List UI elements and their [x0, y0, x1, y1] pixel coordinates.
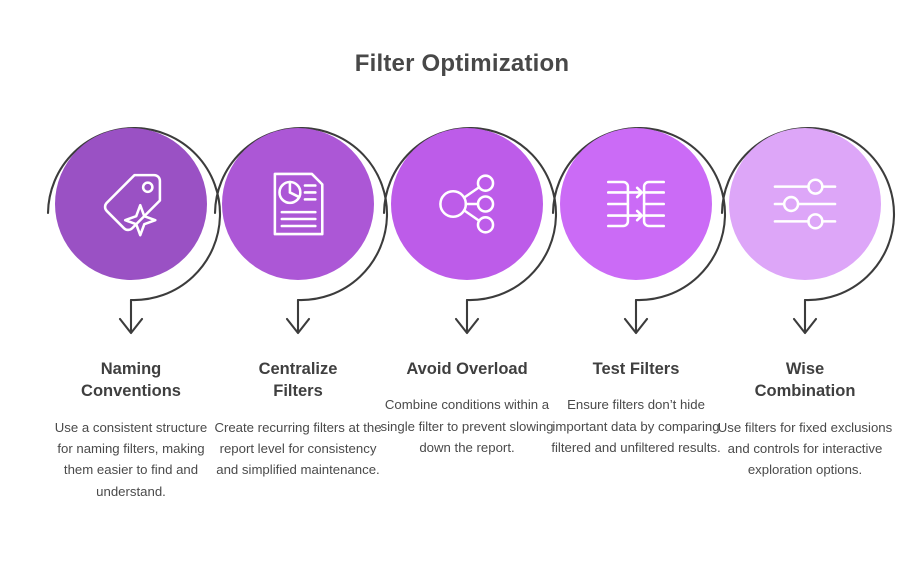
tag-sparkle-icon [103, 173, 162, 237]
step-heading-line2: Conventions [81, 382, 181, 401]
step-heading-line2: Combination [754, 382, 856, 401]
step-circle-naming-conventions [55, 128, 207, 280]
step-heading-line2: Filters [273, 382, 323, 401]
step-column-test-filters: Test Filters Ensure filters don’t hide i… [548, 358, 724, 458]
step-circle-avoid-overload [391, 128, 543, 280]
page-title: Filter Optimization [354, 50, 570, 77]
step-heading-test-filters: Test Filters [592, 360, 680, 378]
step-circle-test-filters [560, 128, 712, 280]
step-circle-wise-combination [729, 128, 881, 280]
step-heading-line1: Centralize [258, 360, 338, 378]
step-body-test-filters: Ensure filters don’t hide important data… [551, 397, 721, 456]
step-graphics-band [0, 110, 924, 350]
step-heading-line1: Naming [100, 360, 162, 378]
data-transform-icon [606, 180, 666, 228]
step-body-avoid-overload: Combine conditions within a single filte… [380, 397, 554, 456]
step-column-avoid-overload: Avoid Overload Combine conditions within… [379, 358, 555, 458]
step-heading-line1: Wise [785, 360, 825, 378]
step-body-centralize-filters: Create recurring filters at the report l… [214, 419, 382, 478]
step-circle-centralize-filters [222, 128, 374, 280]
share-network-icon [439, 174, 495, 234]
sliders-icon [773, 178, 837, 230]
step-body-naming-conventions: Use a consistent structure for naming fi… [54, 419, 208, 499]
step-heading-avoid-overload: Avoid Overload [406, 360, 528, 378]
report-piechart-icon [273, 172, 324, 236]
step-body-wise-combination: Use filters for fixed exclusions and con… [717, 419, 893, 478]
